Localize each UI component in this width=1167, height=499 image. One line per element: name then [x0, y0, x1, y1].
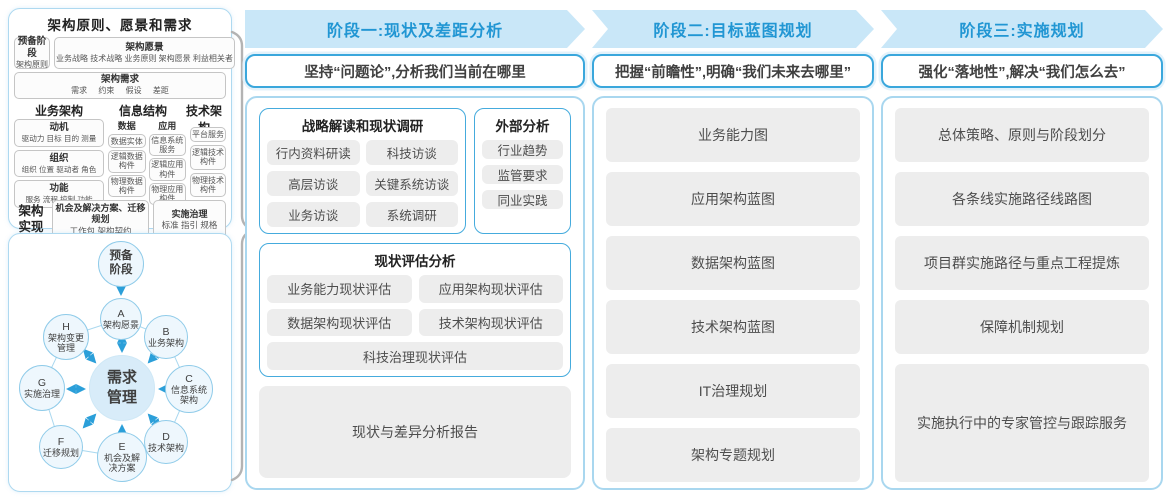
panel-title: 架构原则、愿景和需求 — [47, 18, 193, 33]
architecture-vision-box: 架构愿景 业务战略 技术战略 业务原则 架构愿景 利益相关者 — [54, 37, 235, 69]
phase1-subtitle: 坚持“问题论”,分析我们当前在哪里 — [245, 54, 585, 88]
phase2-subtitle: 把握“前瞻性”,明确“我们未来去哪里” — [592, 54, 874, 88]
phase3-container: 总体策略、原则与阶段划分 各条线实施路径线路图 项目群实施路径与重点工程提炼 保… — [881, 96, 1163, 490]
adm-cycle-panel: 预备阶段 A 架构愿景 B 业务架构 C 信息系统架构 D 技术架构 E 机会及… — [8, 233, 232, 492]
strategy-item: 科技访谈 — [365, 140, 458, 165]
data-entity-box: 数据实体 — [108, 134, 146, 149]
architecture-realization-label: 架构实现 — [18, 204, 44, 234]
business-architecture-column: 动机 驱动力 目标 目的 测量 组织 组织 位置 驱动者 角色 功能 服务 流程… — [14, 119, 104, 209]
adm-node-f: F 迁移规划 — [39, 425, 83, 469]
phase3-item: 实施执行中的专家管控与跟踪服务 — [895, 364, 1149, 482]
opportunities-migration-box: 机会及解决方案、迁移规划 工作包 架构契约 — [52, 200, 150, 240]
phase3-item: 保障机制规划 — [895, 300, 1149, 354]
phase2-container: 业务能力图 应用架构蓝图 数据架构蓝图 技术架构蓝图 IT治理规划 架构专题规划 — [592, 96, 874, 490]
technology-architecture-header: 技术架构 — [185, 104, 222, 135]
organization-box: 组织 组织 位置 驱动者 角色 — [14, 149, 104, 178]
phase3-header-band: 阶段三:实施规划 — [881, 10, 1163, 48]
adm-center-requirements: 需求管理 — [89, 355, 155, 421]
gap-analysis-report-box: 现状与差异分析报告 — [259, 386, 571, 478]
external-item: 监管要求 — [482, 165, 563, 184]
technology-architecture-column: 平台服务 逻辑技术构件 物理技术构件 — [190, 119, 226, 197]
phase3-item: 总体策略、原则与阶段划分 — [895, 108, 1149, 162]
strategy-item: 关键系统访谈 — [365, 171, 458, 196]
adm-node-a: A 架构愿景 — [100, 298, 142, 340]
adm-node-g: G 实施治理 — [19, 365, 65, 411]
business-architecture-header: 业务架构 — [34, 104, 83, 118]
physical-data-box: 物理数据构件 — [108, 174, 146, 197]
phase3-subtitle: 强化“落地性”,解决“我们怎么去” — [881, 54, 1163, 88]
strategy-item: 行内资料研读 — [267, 140, 360, 165]
strategy-research-box: 战略解读和现状调研 行内资料研读 科技访谈 高层访谈 关键系统访谈 业务访谈 系… — [259, 108, 466, 234]
assessment-item: 技术架构现状评估 — [418, 308, 563, 337]
logical-tech-box: 逻辑技术构件 — [190, 145, 226, 170]
phase3-item: 项目群实施路径与重点工程提炼 — [895, 236, 1149, 290]
phase1-header-band: 阶段一:现状及差距分析 — [245, 10, 585, 48]
assessment-item: 业务能力现状评估 — [267, 275, 412, 303]
phase2-header-band: 阶段二:目标蓝图规划 — [592, 10, 874, 48]
architecture-principles-panel: 架构原则、愿景和需求 预备阶段 架构原则 架构愿景 业务战略 技术战略 业务原则… — [8, 8, 235, 240]
information-structure-column: 数据 数据实体 逻辑数据构件 物理数据构件 应用 信息系统服务 逻辑应用构件 物… — [108, 119, 186, 206]
application-subcolumn: 应用 信息系统服务 逻辑应用构件 物理应用构件 — [148, 119, 186, 206]
logical-data-box: 逻辑数据构件 — [108, 150, 146, 173]
external-analysis-box: 外部分析 行业趋势 监管要求 同业实践 — [474, 108, 571, 234]
adm-prep-phase-circle: 预备阶段 — [98, 241, 144, 287]
adm-node-d: D 技术架构 — [144, 420, 188, 464]
phase2-item: 应用架构蓝图 — [606, 172, 860, 226]
phase2-item: 架构专题规划 — [606, 428, 860, 482]
assessment-item: 应用架构现状评估 — [418, 275, 563, 303]
phases-area: 阶段一:现状及差距分析 阶段二:目标蓝图规划 阶段三:实施规划 坚持“问题论”,… — [245, 10, 1163, 490]
adm-node-e: E 机会及解决方案 — [97, 432, 147, 482]
strategy-item: 系统调研 — [365, 202, 458, 227]
assessment-analysis-box: 现状评估分析 业务能力现状评估 应用架构现状评估 数据架构现状评估 技术架构现状… — [259, 243, 571, 377]
strategy-item: 业务访谈 — [267, 202, 360, 227]
data-subcolumn: 数据 数据实体 逻辑数据构件 物理数据构件 — [108, 119, 146, 197]
adm-node-c: C 信息系统架构 — [165, 365, 213, 413]
phase1-container: 战略解读和现状调研 行内资料研读 科技访谈 高层访谈 关键系统访谈 业务访谈 系… — [245, 96, 585, 490]
adm-node-b: B 业务架构 — [144, 315, 188, 359]
information-structure-header: 信息结构 — [118, 104, 167, 118]
strategy-item: 高层访谈 — [267, 171, 360, 196]
implementation-governance-box: 实施治理 标准 指引 规格 — [153, 200, 226, 240]
motivation-box: 动机 驱动力 目标 目的 测量 — [14, 119, 104, 147]
phase3-item: 各条线实施路径线路图 — [895, 172, 1149, 226]
phase2-item: 业务能力图 — [606, 108, 860, 162]
prep-phase-box: 预备阶段 架构原则 — [14, 35, 50, 69]
adm-node-h: H 架构变更管理 — [43, 314, 89, 360]
external-item: 同业实践 — [482, 190, 563, 209]
assessment-item: 数据架构现状评估 — [267, 308, 412, 337]
platform-service-box: 平台服务 — [190, 127, 226, 143]
physical-app-box: 物理应用构件 — [148, 182, 186, 206]
physical-tech-box: 物理技术构件 — [190, 172, 226, 197]
assessment-item: 科技治理现状评估 — [267, 342, 563, 370]
phase2-item: 数据架构蓝图 — [606, 236, 860, 290]
external-item: 行业趋势 — [482, 140, 563, 159]
phase2-item: IT治理规划 — [606, 364, 860, 418]
logical-app-box: 逻辑应用构件 — [148, 158, 186, 181]
architecture-requirements-box: 架构需求 需求 约束 假设 差距 — [14, 72, 226, 99]
info-system-service-box: 信息系统服务 — [148, 134, 186, 157]
phase2-item: 技术架构蓝图 — [606, 300, 860, 354]
